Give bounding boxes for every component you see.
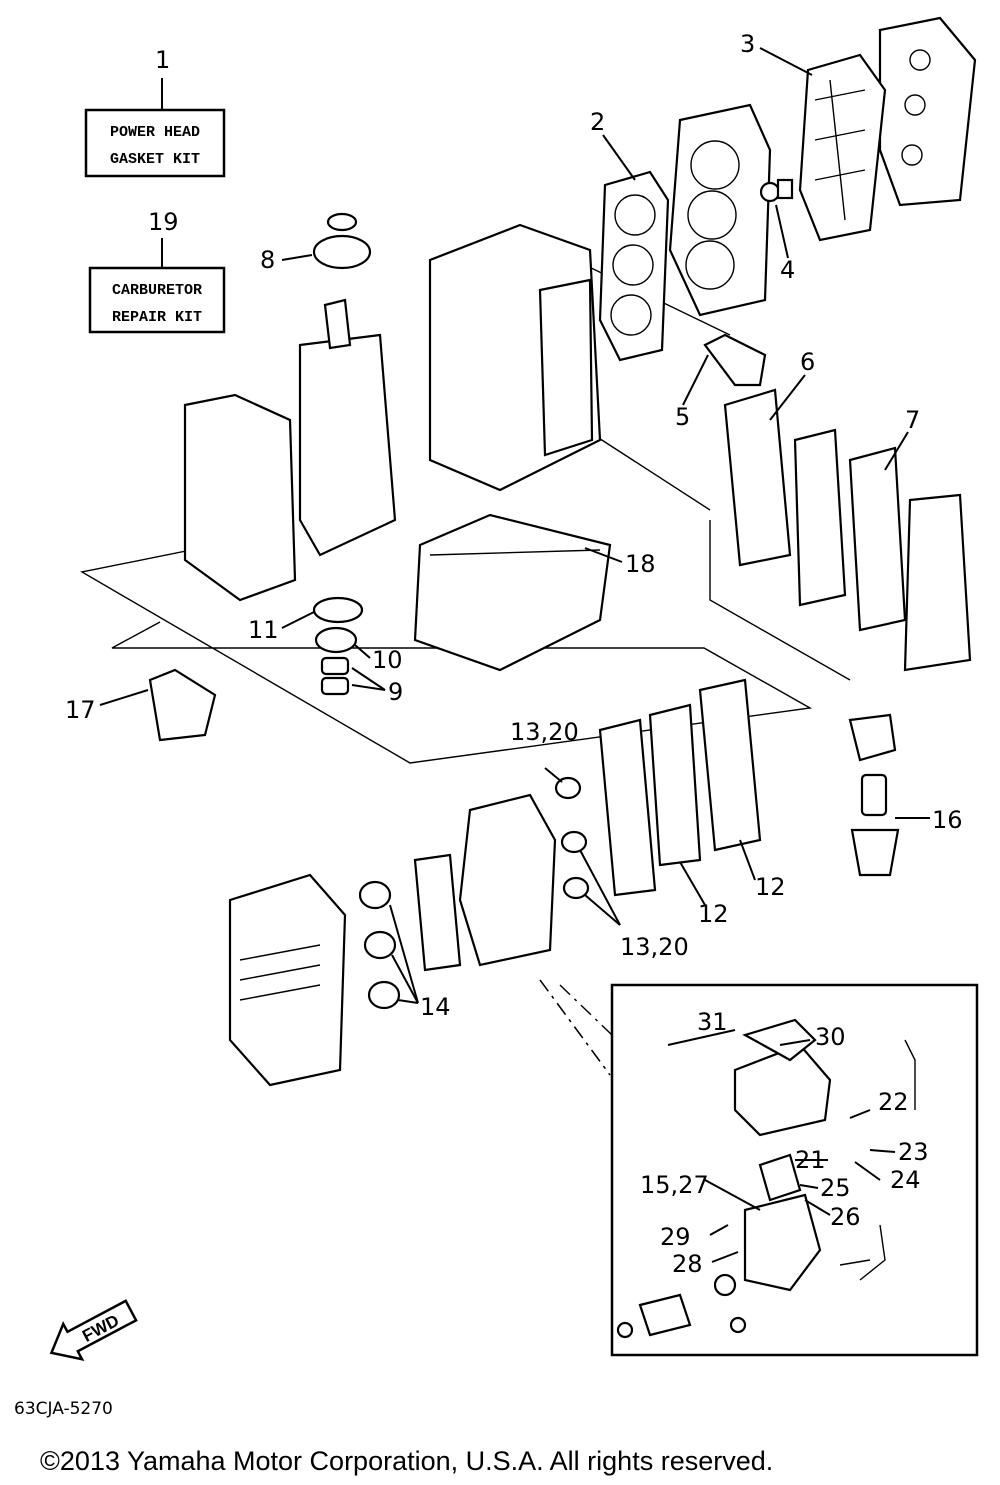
callout-26: 26 <box>830 1203 861 1231</box>
carburetor-inset <box>610 983 979 1357</box>
carburetor-repair-kit: 19 CARBURETOR REPAIR KIT <box>88 208 226 334</box>
callout-12a: 12 <box>755 873 786 901</box>
cylinder-head-cover <box>878 16 977 207</box>
callout-11: 11 <box>248 616 279 644</box>
callout-28: 28 <box>672 1250 703 1278</box>
callout-30: 30 <box>815 1023 846 1051</box>
callout-5: 5 <box>675 403 690 431</box>
callout-9: 9 <box>388 678 403 706</box>
callout-16: 16 <box>932 806 963 834</box>
callout-7: 7 <box>905 406 920 434</box>
crankcase <box>183 393 297 602</box>
callout-4: 4 <box>780 256 795 284</box>
callout-3: 3 <box>740 30 755 58</box>
intake-manifold <box>413 793 557 972</box>
cover-17 <box>148 668 217 742</box>
bottom-cowling-gasket-18 <box>413 513 612 672</box>
gaskets-13-20 <box>554 776 590 900</box>
callout-21: 21 <box>795 1146 826 1174</box>
power-head-gasket-kit: 1 POWER HEAD GASKET KIT <box>84 46 226 178</box>
o-ring-11 <box>312 596 364 624</box>
cylinder-gasket-2 <box>598 170 670 362</box>
callout-13-20b: 13,20 <box>620 933 689 961</box>
callout-15-27: 15,27 <box>640 1171 709 1199</box>
callout-25: 25 <box>820 1174 851 1202</box>
silencer <box>228 873 347 1087</box>
callout-29: 29 <box>660 1223 691 1251</box>
crankshaft <box>298 298 397 557</box>
diagram-code: 63CJA-5270 <box>14 1399 113 1419</box>
exhaust-plates-6-7 <box>723 388 972 672</box>
callout-12b: 12 <box>698 900 729 928</box>
fwd-arrow-icon: FWD <box>49 1299 138 1362</box>
thermostat-cover-5 <box>703 333 767 387</box>
copyright-notice: ©2013 Yamaha Motor Corporation, U.S.A. A… <box>40 1446 773 1476</box>
callout-labels: 2 3 4 5 6 7 8 9 10 11 12 12 13,20 13,20 … <box>65 30 963 1278</box>
callout-22: 22 <box>878 1088 909 1116</box>
kit-1-line1: POWER HEAD <box>110 124 200 141</box>
oil-seal-10 <box>314 626 358 654</box>
oil-seal-housing-8 <box>312 212 372 270</box>
callout-10: 10 <box>372 646 403 674</box>
callout-17: 17 <box>65 696 96 724</box>
anode-4 <box>759 178 794 203</box>
cylinder-head-gasket-3 <box>798 53 887 242</box>
kit-19-line2: REPAIR KIT <box>112 309 202 326</box>
fuel-filter-16 <box>848 713 900 877</box>
callout-31: 31 <box>697 1008 728 1036</box>
seals-9 <box>320 656 350 696</box>
reed-valve-gaskets-12 <box>598 678 762 897</box>
callout-23: 23 <box>898 1138 929 1166</box>
callout-18: 18 <box>625 550 656 578</box>
carburetor-gaskets-14 <box>358 880 401 1010</box>
kit-1-line2: GASKET KIT <box>110 151 200 168</box>
callout-2: 2 <box>590 108 605 136</box>
callout-6: 6 <box>800 348 815 376</box>
kit-1-number: 1 <box>155 46 170 74</box>
kit-19-number: 19 <box>148 208 179 236</box>
callout-14: 14 <box>420 993 451 1021</box>
cylinder-head <box>668 103 772 317</box>
callout-8: 8 <box>260 246 275 274</box>
cylinder-block <box>428 223 602 492</box>
callout-24: 24 <box>890 1166 921 1194</box>
callout-13-20a: 13,20 <box>510 718 579 746</box>
kit-19-line1: CARBURETOR <box>112 282 202 299</box>
leader-lines <box>99 47 930 1263</box>
